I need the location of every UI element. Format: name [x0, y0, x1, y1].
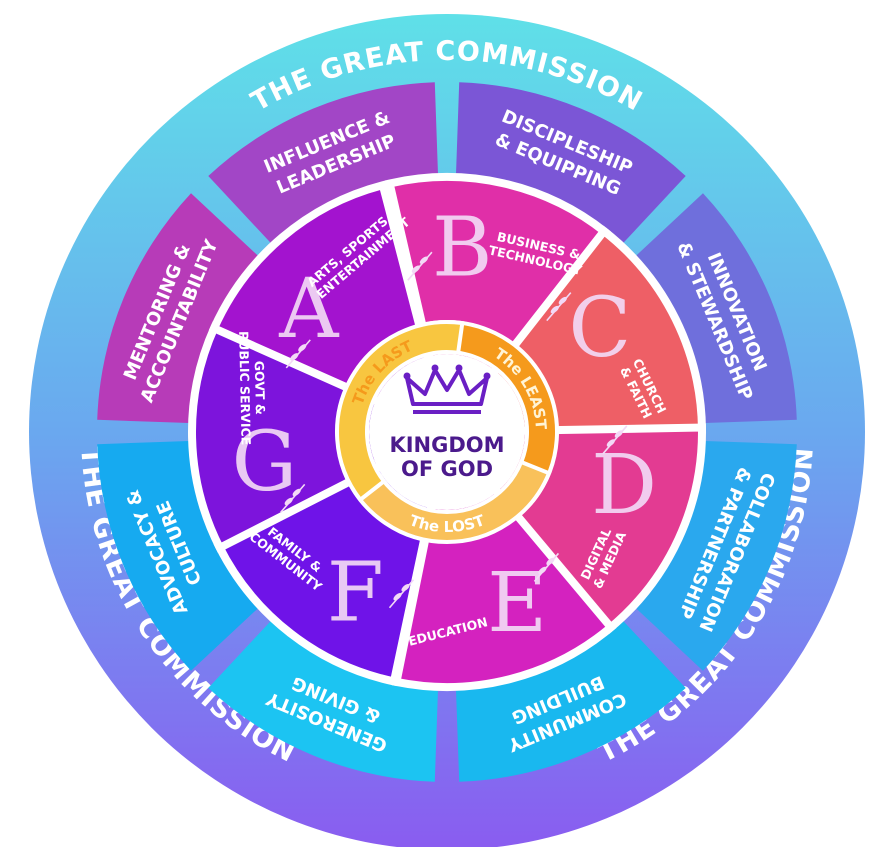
- segment-2: [635, 193, 797, 423]
- leaf-sprig-icon: [388, 579, 415, 609]
- leaf-sprig-icon: [280, 483, 306, 513]
- center-title-line1: KINGDOM: [389, 433, 504, 457]
- sector-e-letter: E: [487, 556, 547, 651]
- segment-4: [456, 620, 686, 782]
- sector-g-letter: G: [232, 415, 298, 510]
- center-title-line2: OF GOD: [401, 457, 493, 481]
- leaf-sprig-icon: [546, 292, 572, 322]
- segment-7: [97, 193, 259, 423]
- sector-b-letter: B: [432, 201, 492, 296]
- hub-arc-2: [335, 320, 465, 503]
- segment-6: [97, 441, 259, 671]
- segment-0: [208, 82, 438, 244]
- leaf-sprig-icon: [407, 251, 433, 281]
- leaf-sprig-icon: [602, 425, 628, 455]
- sector-g: [188, 321, 457, 554]
- leaf-sprig-icon: [533, 552, 560, 582]
- sector-d-letter: D: [591, 438, 657, 533]
- sector-g-label-line-1: PUBLIC SERVICE: [236, 331, 254, 445]
- sector-c-letter: C: [568, 281, 631, 376]
- leaf-sprig-icon: [285, 339, 311, 369]
- center-disc: [369, 354, 525, 510]
- segment-1: [456, 82, 686, 244]
- sector-g-label-line-0: GOVT &: [252, 361, 268, 415]
- segment-3: [635, 441, 797, 671]
- segment-5: [208, 620, 438, 782]
- crown-icon: [403, 364, 491, 414]
- sector-f-letter: F: [327, 546, 384, 641]
